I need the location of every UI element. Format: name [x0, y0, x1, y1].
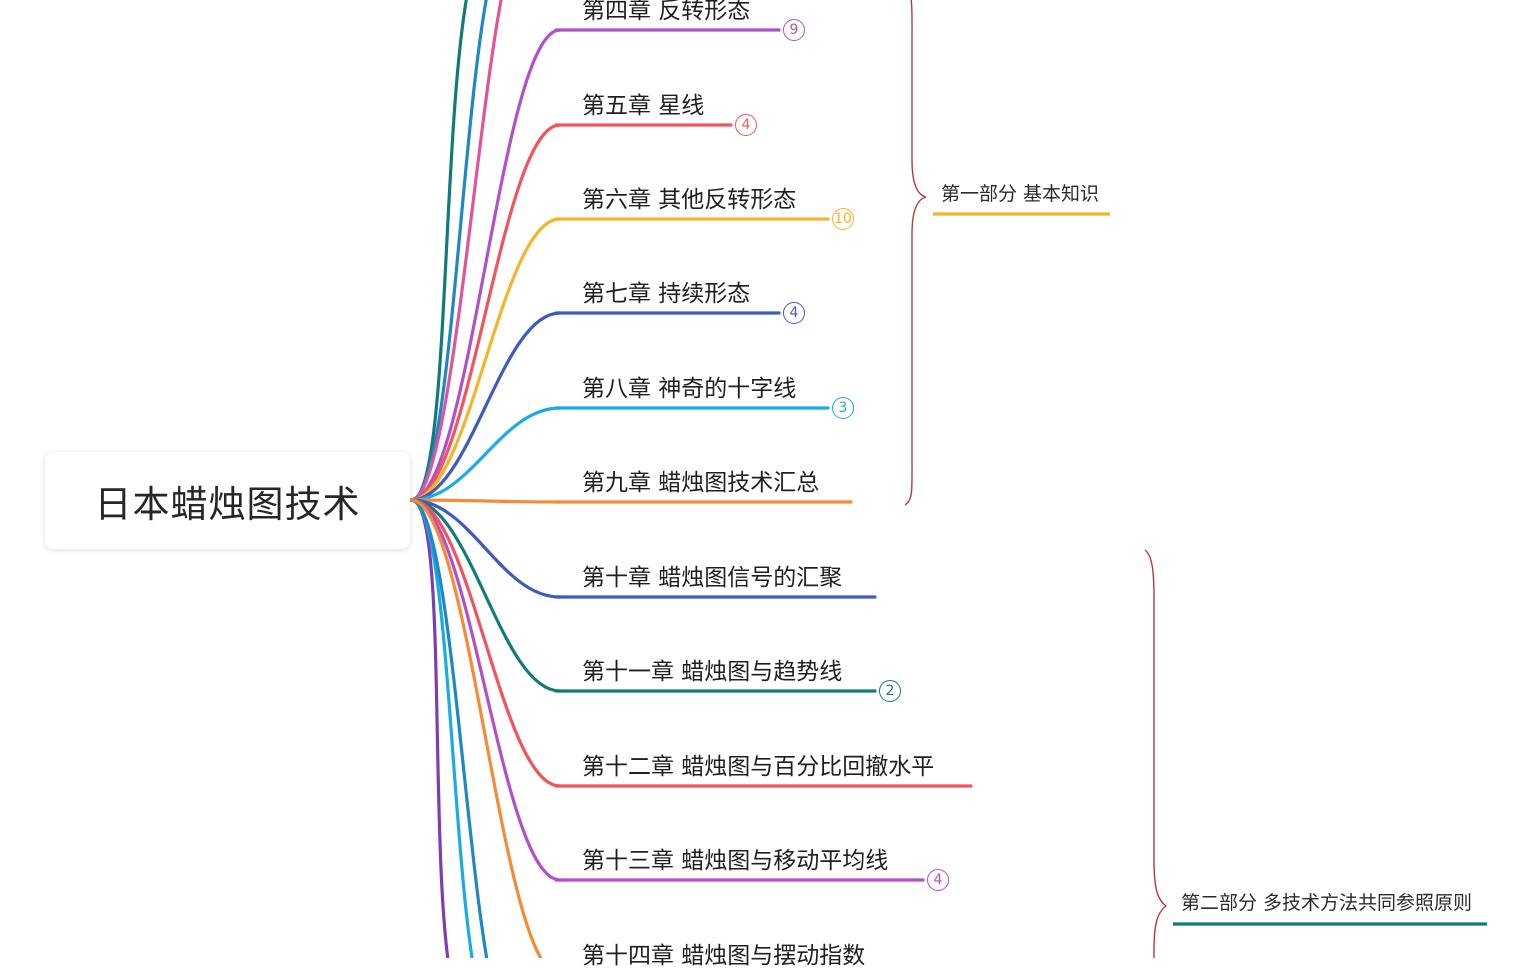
summary-topic-part2[interactable]: 第二部分 多技术方法共同参照原则	[1181, 892, 1473, 914]
chapter-topic-ch8[interactable]: 第八章 神奇的十字线	[582, 376, 797, 402]
chapter-topic-ch11[interactable]: 第十一章 蜡烛图与趋势线	[582, 659, 843, 685]
chapter-topic-ch14[interactable]: 第十四章 蜡烛图与摆动指数	[582, 943, 866, 969]
summary-braces	[904, 0, 1168, 958]
collapsed-count-badge-ch6[interactable]: 10	[832, 208, 854, 230]
summary-topic-part1[interactable]: 第一部分 基本知识	[941, 183, 1100, 205]
branch-edge-ch14	[409, 498, 543, 958]
branch-edge-ch10	[409, 498, 562, 599]
root-topic[interactable]: 日本蜡烛图技术	[45, 452, 410, 549]
branch-edge-ch9	[409, 498, 562, 504]
summary-brace-part2	[1144, 549, 1168, 958]
branch-connectors	[409, 0, 562, 958]
chapter-topic-ch4[interactable]: 第四章 反转形态	[582, 0, 751, 24]
chapter-topic-ch9[interactable]: 第九章 蜡烛图技术汇总	[582, 470, 820, 496]
collapsed-count-badge-ch8[interactable]: 3	[832, 397, 854, 419]
branch-edge-ch8	[409, 406, 562, 502]
offscreen-branch-edge	[409, 498, 474, 958]
topic-underlines	[554, 28, 1487, 926]
chapter-topic-ch5[interactable]: 第五章 星线	[582, 93, 705, 119]
branch-edge-ch6	[409, 217, 562, 502]
collapsed-count-badge-ch11[interactable]: 2	[879, 680, 901, 702]
root-topic-title: 日本蜡烛图技术	[94, 482, 361, 526]
collapsed-count-badge-ch13[interactable]: 4	[927, 869, 949, 891]
offscreen-branch-edge	[409, 0, 503, 502]
branch-edge-ch13	[409, 498, 562, 882]
collapsed-count-badge-ch5[interactable]: 4	[735, 114, 757, 136]
offscreen-branch-edge	[409, 498, 489, 958]
chapter-topic-ch12[interactable]: 第十二章 蜡烛图与百分比回撤水平	[582, 754, 935, 780]
chapter-topic-ch13[interactable]: 第十三章 蜡烛图与移动平均线	[582, 848, 889, 874]
branch-edge-ch12	[409, 498, 562, 788]
summary-brace-part1	[904, 0, 927, 506]
chapter-topic-ch10[interactable]: 第十章 蜡烛图信号的汇聚	[582, 565, 843, 591]
branch-edge-ch7	[409, 311, 562, 502]
collapsed-count-badge-ch7[interactable]: 4	[783, 302, 805, 324]
branch-edge-ch11	[409, 498, 562, 693]
chapter-topic-ch6[interactable]: 第六章 其他反转形态	[582, 187, 797, 213]
branch-edge-ch4	[409, 28, 562, 502]
branch-edge-ch5	[409, 123, 562, 502]
collapsed-count-badge-ch4[interactable]: 9	[783, 19, 805, 41]
chapter-topic-ch7[interactable]: 第七章 持续形态	[582, 281, 751, 307]
